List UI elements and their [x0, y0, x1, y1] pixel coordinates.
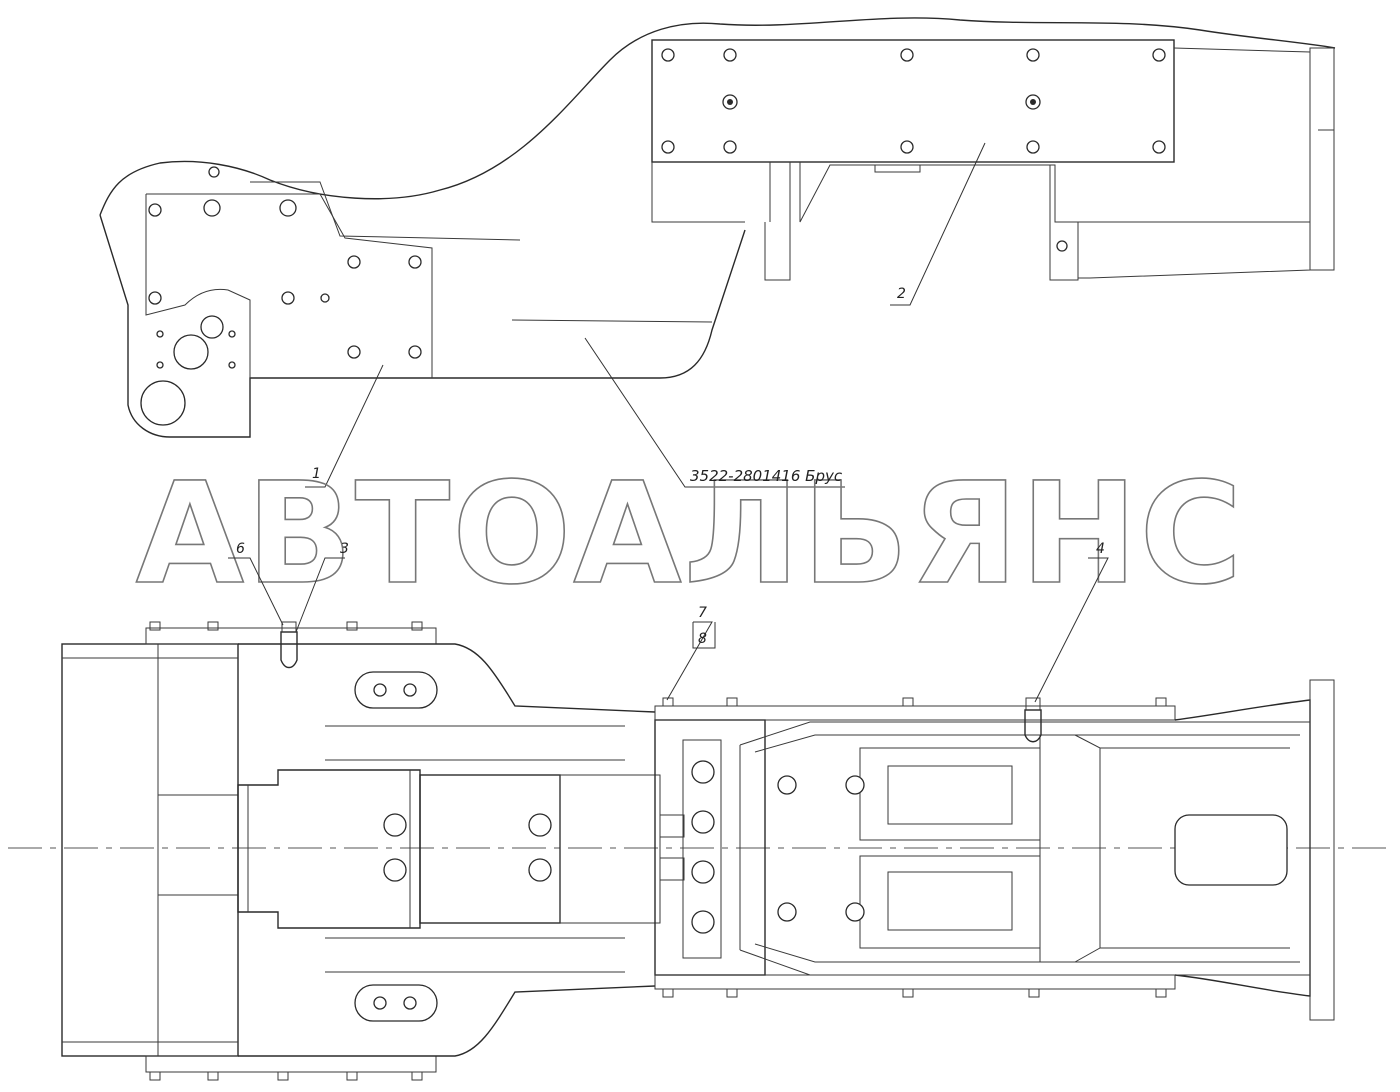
- plan-view: [8, 621, 1392, 1081]
- bolt-heads-right: [661, 48, 1166, 252]
- part-label: 3522-2801416 Брус: [690, 467, 843, 485]
- watermark: АВТОАЛЬЯНС: [136, 453, 1245, 616]
- callout-1: 1: [312, 466, 321, 482]
- callout-2: 2: [897, 286, 906, 302]
- callout-6: 6: [236, 541, 245, 557]
- callout-7: 7: [698, 605, 707, 621]
- side-view: [99, 17, 1336, 438]
- callout-4: 4: [1096, 541, 1105, 557]
- bolt-heads-left: [140, 166, 422, 426]
- leader-lines-top: [305, 142, 986, 488]
- callout-3: 3: [340, 541, 349, 557]
- callout-8: 8: [698, 631, 707, 647]
- bolt-heads-plan: [149, 621, 1167, 1081]
- leader-lines-plan: [228, 557, 1109, 703]
